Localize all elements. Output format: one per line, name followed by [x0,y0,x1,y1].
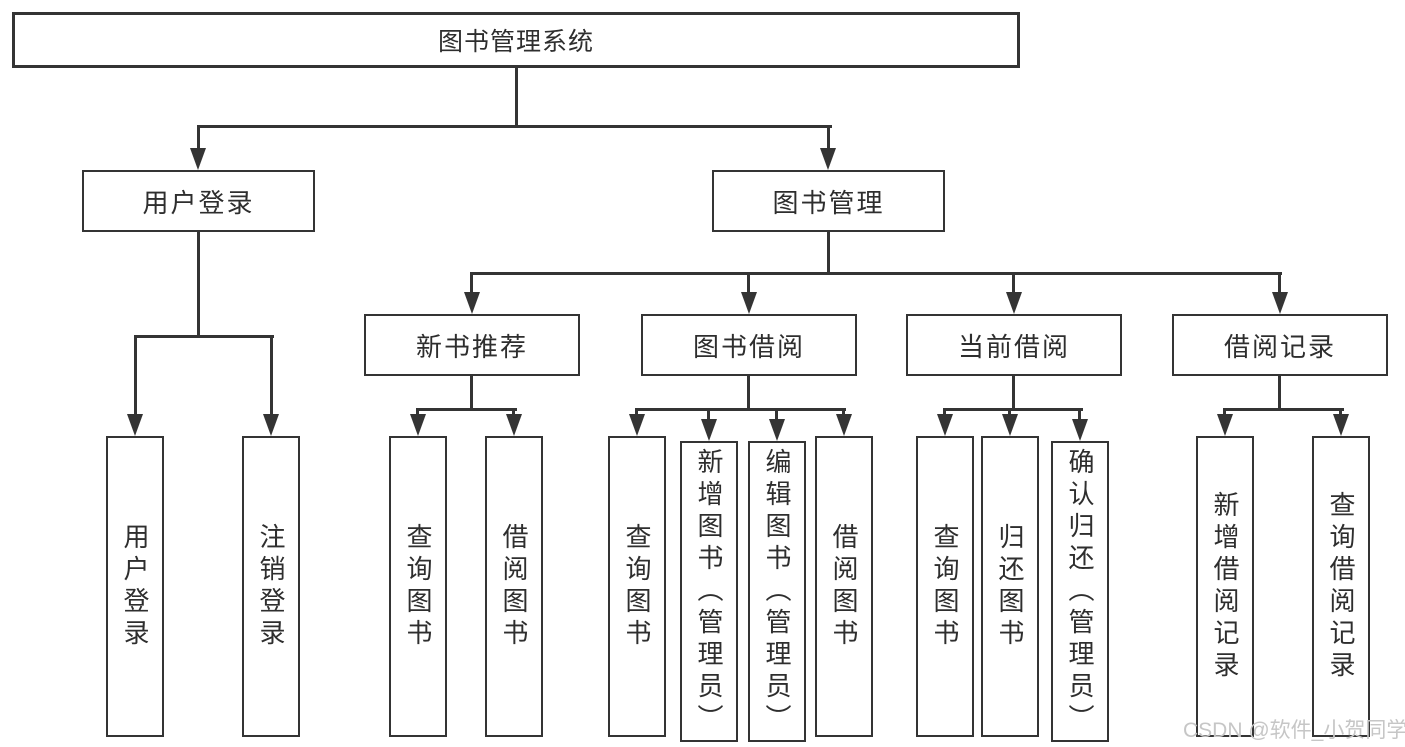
connector-line [747,376,750,411]
arrow-down-icon [410,414,426,436]
node-root: 图书管理系统 [12,12,1020,68]
arrow-down-icon [1333,414,1349,436]
leaf-borrow-books-recommend: 借阅图书 [485,436,543,737]
connector-line [747,272,750,294]
connector-line [197,125,200,151]
arrow-down-icon [769,419,785,441]
node-book-management-label: 图书管理 [772,187,885,218]
arrow-down-icon [836,414,852,436]
leaf-logout: 注销登录 [242,436,300,737]
node-book-borrowing: 图书借阅 [641,314,857,376]
leaf-add-book-admin-label: 新增图书（管理员） [694,447,724,736]
arrow-down-icon [1002,414,1018,436]
arrow-down-icon [1217,414,1233,436]
connector-line [134,335,137,416]
connector-line [1278,272,1281,294]
connector-line [270,335,273,416]
connector-line [775,408,778,419]
watermark: CSDN @软件_小贺同学 [1183,719,1405,742]
connector-line [512,408,515,416]
leaf-query-borrow-record-label: 查询借阅记录 [1326,490,1356,683]
leaf-query-books-recommend-label: 查询图书 [403,522,433,651]
connector-line [1223,408,1344,411]
leaf-return-book: 归还图书 [981,436,1039,737]
connector-line [1012,272,1015,294]
connector-line [1278,376,1281,411]
node-book-management: 图书管理 [712,170,945,232]
connector-line [1078,408,1081,419]
leaf-logout-label: 注销登录 [256,522,286,651]
leaf-borrow-books: 借阅图书 [815,436,873,737]
node-borrowing-records: 借阅记录 [1172,314,1388,376]
connector-line [827,232,830,275]
leaf-return-book-label: 归还图书 [995,522,1025,651]
arrow-down-icon [629,414,645,436]
connector-line [943,408,1083,411]
connector-line [470,272,473,294]
connector-line [470,272,1282,275]
leaf-add-borrow-record: 新增借阅记录 [1196,436,1254,737]
connector-line [707,408,710,419]
arrow-down-icon [741,292,757,314]
leaf-user-login-label: 用户登录 [120,522,150,651]
node-user-login: 用户登录 [82,170,315,232]
connector-line [197,232,200,338]
connector-line [470,376,473,411]
arrow-down-icon [263,414,279,436]
node-new-book-recommend-label: 新书推荐 [415,331,528,362]
connector-line [943,408,946,416]
node-new-book-recommend: 新书推荐 [364,314,580,376]
leaf-edit-book-admin-label: 编辑图书（管理员） [762,447,792,736]
arrow-down-icon [1006,292,1022,314]
connector-line [197,125,832,128]
connector-line [842,408,845,416]
node-current-borrowing: 当前借阅 [906,314,1122,376]
connector-line [1339,408,1342,416]
leaf-query-borrow-record: 查询借阅记录 [1312,436,1370,737]
leaf-add-book-admin: 新增图书（管理员） [680,441,738,742]
connector-line [1008,408,1011,416]
node-borrowing-records-label: 借阅记录 [1223,331,1336,362]
connector-line [635,408,846,411]
leaf-query-books-current: 查询图书 [916,436,974,737]
leaf-edit-book-admin: 编辑图书（管理员） [748,441,806,742]
arrow-down-icon [506,414,522,436]
node-user-login-label: 用户登录 [142,187,255,218]
connector-line [134,335,274,338]
leaf-borrow-books-recommend-label: 借阅图书 [499,522,529,651]
arrow-down-icon [937,414,953,436]
connector-line [1223,408,1226,416]
node-root-label: 图书管理系统 [437,28,594,56]
arrow-down-icon [820,148,836,170]
connector-line [416,408,517,411]
connector-line [416,408,419,416]
connector-line [515,68,518,127]
arrow-down-icon [190,148,206,170]
leaf-query-books-borrowing-label: 查询图书 [622,522,652,651]
arrow-down-icon [1072,419,1088,441]
node-current-borrowing-label: 当前借阅 [957,331,1070,362]
leaf-confirm-return-admin-label: 确认归还（管理员） [1065,447,1095,736]
leaf-user-login: 用户登录 [106,436,164,737]
leaf-confirm-return-admin: 确认归还（管理员） [1051,441,1109,742]
leaf-query-books-current-label: 查询图书 [930,522,960,651]
arrow-down-icon [464,292,480,314]
connector-line [635,408,638,416]
connector-line [1012,376,1015,411]
leaf-borrow-books-label: 借阅图书 [829,522,859,651]
leaf-query-books-recommend: 查询图书 [389,436,447,737]
leaf-query-books-borrowing: 查询图书 [608,436,666,737]
arrow-down-icon [127,414,143,436]
leaf-add-borrow-record-label: 新增借阅记录 [1210,490,1240,683]
arrow-down-icon [701,419,717,441]
connector-line [827,125,830,151]
arrow-down-icon [1272,292,1288,314]
node-book-borrowing-label: 图书借阅 [692,331,805,362]
